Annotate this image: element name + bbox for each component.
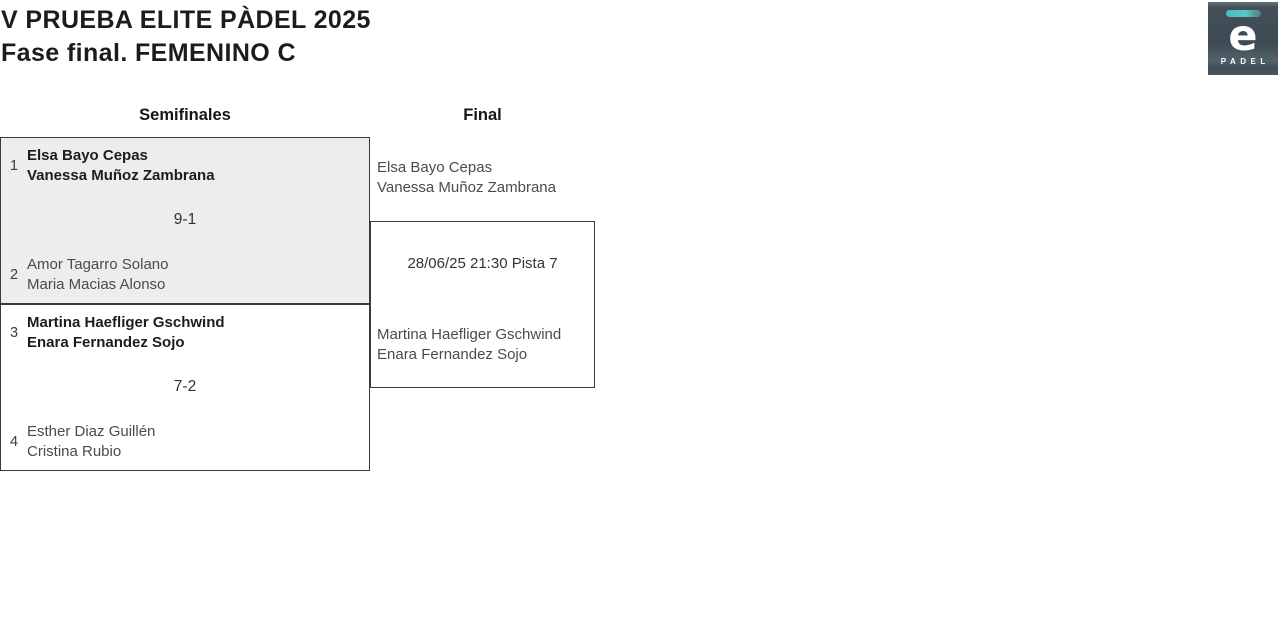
player-name: Cristina Rubio	[27, 442, 122, 460]
team-names: Amor Tagarro Solano Maria Macias Alonso	[27, 255, 168, 294]
page-title: V PRUEBA ELITE PÀDEL 2025 Fase final. FE…	[1, 4, 371, 70]
team-row-seed2: 2 Amor Tagarro Solano Maria Macias Alons…	[1, 255, 369, 294]
team-names: Martina Haefliger Gschwind Enara Fernand…	[27, 313, 225, 352]
logo-accent-bar-icon	[1225, 10, 1261, 17]
team-row-seed1: 1 Elsa Bayo Cepas Vanessa Muñoz Zambrana	[1, 146, 369, 185]
player-name: Vanessa Muñoz Zambrana	[27, 166, 215, 184]
final-team-top: Elsa Bayo Cepas Vanessa Muñoz Zambrana	[377, 158, 556, 197]
player-name: Esther Diaz Guillén	[27, 423, 156, 440]
player-name: Enara Fernandez Sojo	[377, 345, 528, 363]
player-name: Amor Tagarro Solano	[27, 256, 169, 273]
logo-letter-icon: e	[1228, 11, 1258, 61]
round-header-semifinales: Semifinales	[139, 106, 231, 124]
round-header-final: Final	[463, 106, 502, 124]
seed-number: 2	[9, 266, 19, 283]
epadel-logo: e PADEL	[1208, 2, 1278, 75]
player-name: Martina Haefliger Gschwind	[377, 326, 562, 343]
match-score: 7-2	[173, 378, 197, 395]
semifinal-match-2: 3 Martina Haefliger Gschwind Enara Ferna…	[0, 304, 370, 471]
player-name: Elsa Bayo Cepas	[377, 159, 493, 176]
player-name: Martina Haefliger Gschwind	[27, 314, 225, 331]
seed-number: 3	[9, 324, 19, 341]
match-score: 9-1	[173, 211, 197, 228]
seed-number: 1	[9, 157, 19, 174]
seed-number: 4	[9, 433, 19, 450]
semifinal-match-1: 1 Elsa Bayo Cepas Vanessa Muñoz Zambrana…	[0, 137, 370, 304]
player-name: Maria Macias Alonso	[27, 275, 166, 293]
logo-wordmark: PADEL	[1220, 57, 1270, 66]
final-schedule: 28/06/25 21:30 Pista 7	[407, 255, 558, 272]
player-name: Vanessa Muñoz Zambrana	[377, 178, 556, 196]
player-name: Enara Fernandez Sojo	[27, 333, 185, 351]
team-names: Elsa Bayo Cepas Vanessa Muñoz Zambrana	[27, 146, 215, 185]
team-row-seed3: 3 Martina Haefliger Gschwind Enara Ferna…	[1, 313, 369, 352]
tournament-title: V PRUEBA ELITE PÀDEL 2025	[1, 6, 371, 34]
player-name: Elsa Bayo Cepas	[27, 147, 148, 164]
final-team-bottom: Martina Haefliger Gschwind Enara Fernand…	[377, 325, 561, 364]
phase-title: Fase final. FEMENINO C	[1, 39, 296, 67]
team-row-seed4: 4 Esther Diaz Guillén Cristina Rubio	[1, 422, 369, 461]
team-names: Esther Diaz Guillén Cristina Rubio	[27, 422, 155, 461]
final-match-box: 28/06/25 21:30 Pista 7 Martina Haefliger…	[370, 221, 595, 388]
